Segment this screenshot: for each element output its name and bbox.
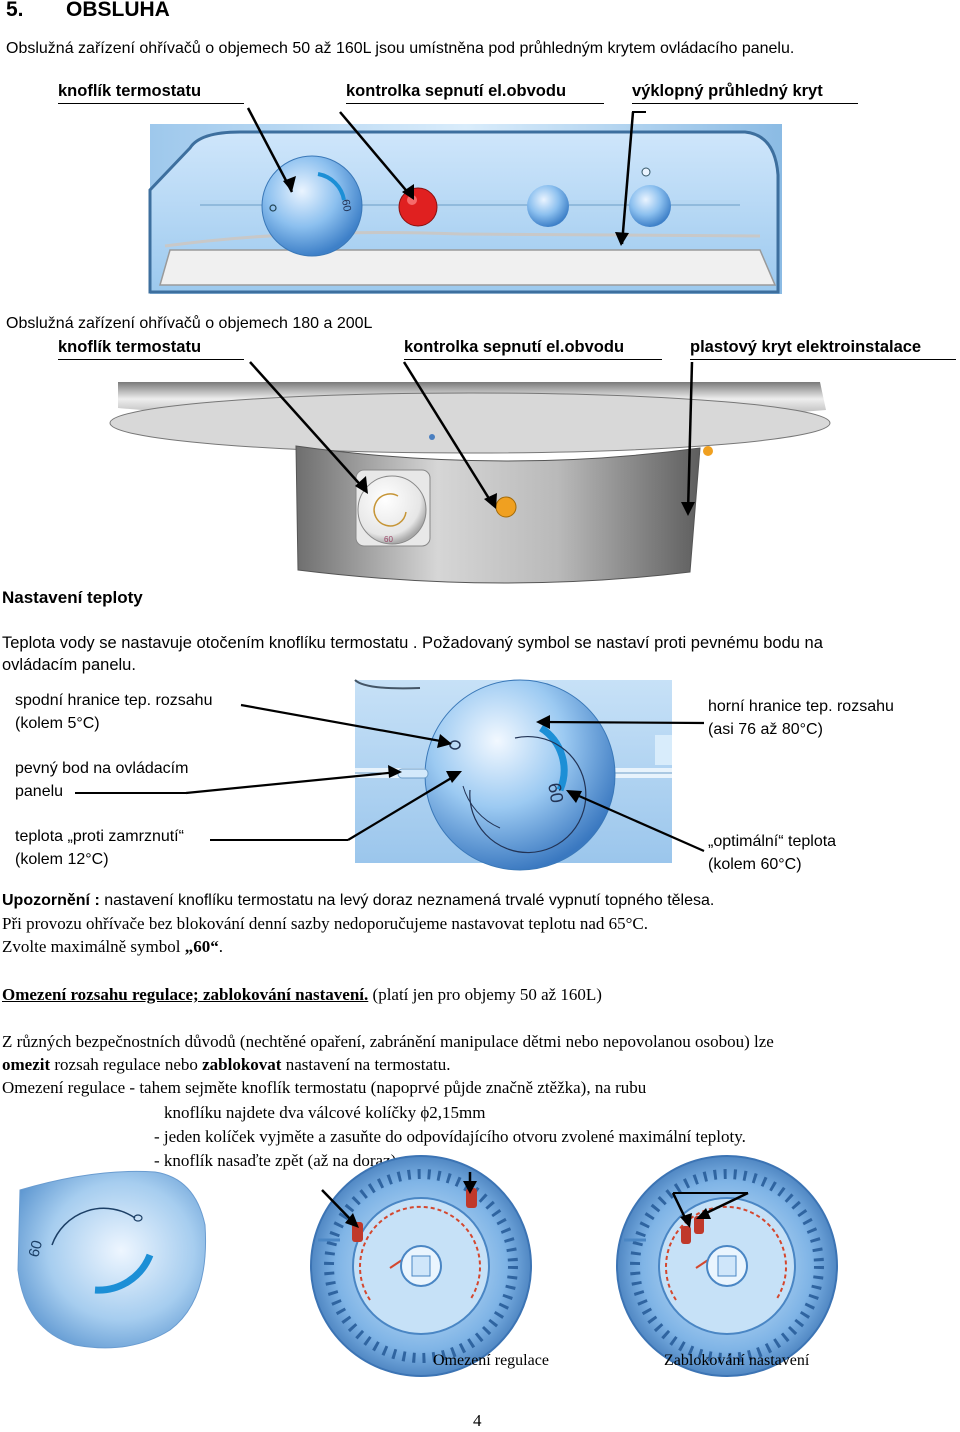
fig1-knob-mark: 60: [339, 198, 353, 212]
frost-label: teplota „proti zamrznutí“: [15, 828, 184, 845]
section-number: 5.: [6, 0, 24, 21]
fixed-point-label-2: panelu: [15, 783, 64, 800]
warning-line3: Zvolte maximálně symbol „60“.: [2, 937, 223, 957]
warning-line1: Upozornění : nastavení knoflíku termosta…: [2, 892, 714, 910]
temp-paragraph-line1: Teplota vody se nastavuje otočením knofl…: [2, 634, 823, 652]
caption-limit: Omezení regulace: [433, 1352, 549, 1369]
fixed-point-label: pevný bod na ovládacím: [15, 760, 189, 777]
temp-heading: Nastavení teploty: [2, 588, 143, 607]
knob-mark-60: 60: [544, 781, 567, 804]
warning-symbol: „60“: [184, 937, 219, 956]
limit-p2: Omezení regulace - tahem sejměte knoflík…: [2, 1078, 647, 1097]
warning-text: nastavení knoflíku termostatu na levý do…: [99, 892, 715, 909]
fig2-lamp-label: kontrolka sepnutí el.obvodu: [404, 338, 662, 360]
frost-value: (kolem 12°C): [15, 851, 109, 868]
limit-zablokovat: zablokovat: [202, 1055, 282, 1074]
fig1-knob-label: knoflík termostatu: [58, 82, 244, 104]
limit-p5: - knoflík nasaďte zpět (až na doraz): [154, 1151, 397, 1170]
page-number: 4: [473, 1411, 482, 1430]
intro-small: Obslužná zařízení ohřívačů o objemech 50…: [6, 40, 795, 57]
knob-back-lock: [616, 1155, 838, 1377]
low-limit-value: (kolem 5°C): [15, 715, 100, 732]
section-title: OBSLUHA: [66, 0, 170, 21]
limit-p1-end: nastavení na termostatu.: [281, 1055, 451, 1074]
knob-back-limit: [310, 1155, 532, 1377]
front-knob-mark: 60: [25, 1239, 46, 1260]
limit-p1-line1: Z různých bezpečnostních důvodů (nechtěn…: [2, 1032, 774, 1051]
intro-large: Obslužná zařízení ohřívačů o objemech 18…: [6, 315, 373, 332]
fig1-lamp-label: kontrolka sepnutí el.obvodu: [346, 82, 604, 104]
fig2-cover-label: plastový kryt elektroinstalace: [690, 338, 956, 360]
limit-heading-line: Omezení rozsahu regulace; zablokování na…: [2, 985, 602, 1005]
fig2-knob-mark: 60: [384, 535, 393, 544]
high-limit-value: (asi 76 až 80°C): [708, 721, 823, 738]
warning-line3-end: .: [218, 937, 223, 956]
limit-heading: Omezení rozsahu regulace; zablokování na…: [2, 985, 369, 1004]
limit-p3: knoflíku najdete dva válcové kolíčky ϕ2,…: [164, 1103, 486, 1122]
optimal-label: „optimální“ teplota: [708, 833, 837, 850]
high-limit-label: horní hranice tep. rozsahu: [708, 698, 894, 715]
limit-omezit: omezit: [2, 1055, 51, 1074]
figure-control-panel-large: 60: [109, 361, 831, 584]
figure-control-panel-small: 60: [148, 107, 782, 294]
temp-paragraph-line2: ovládacím panelu.: [2, 656, 136, 674]
caption-lock: Zablokování nastavení: [664, 1352, 810, 1369]
optimal-value: (kolem 60°C): [708, 856, 802, 873]
warning-line2: Při provozu ohřívače bez blokování denní…: [2, 914, 649, 933]
warning-label: Upozornění :: [2, 892, 100, 909]
low-limit-label: spodní hranice tep. rozsahu: [15, 692, 213, 709]
limit-p1-line2: omezit rozsah regulace nebo zablokovat n…: [2, 1055, 450, 1075]
limit-p4: - jeden kolíček vyjměte a zasuňte do odp…: [154, 1127, 746, 1146]
fig1-cover-label: výklopný průhledný kryt: [632, 82, 858, 104]
warning-line3-text: Zvolte maximálně symbol: [2, 937, 185, 956]
figure-knob-closeup: 60: [75, 679, 705, 871]
limit-p1-mid: rozsah regulace nebo: [50, 1055, 203, 1074]
limit-note: (platí jen pro objemy 50 až 160L): [368, 985, 602, 1004]
fig2-knob-label: knoflík termostatu: [58, 338, 244, 360]
